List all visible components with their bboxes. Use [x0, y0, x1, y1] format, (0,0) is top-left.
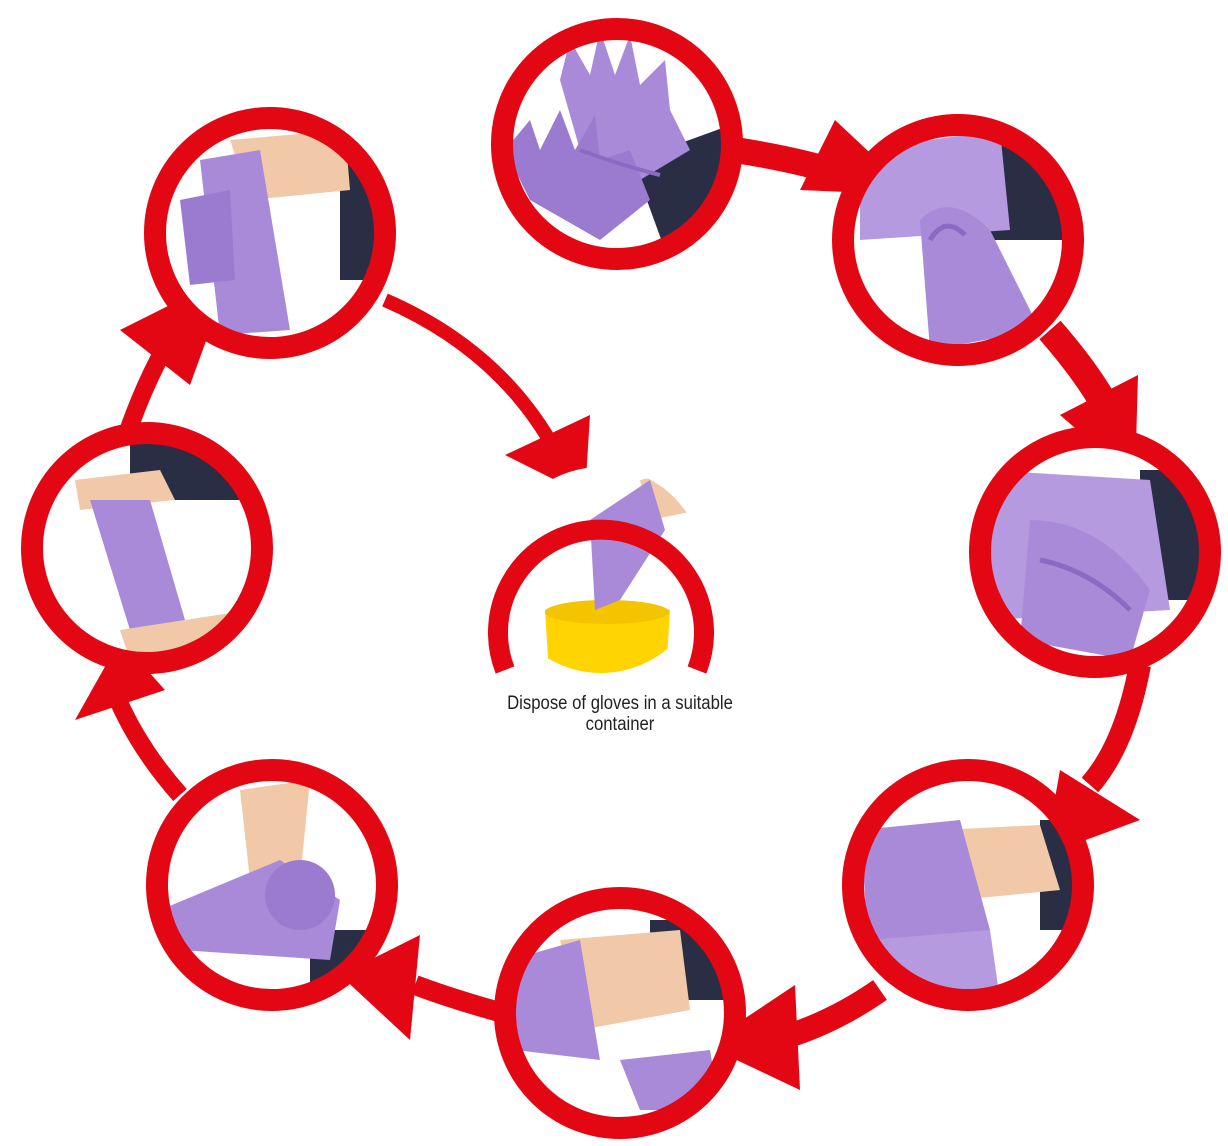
arrow-2-to-3	[1050, 330, 1105, 405]
arrow-3-to-4	[1090, 665, 1140, 785]
arrow-8-to-9	[385, 300, 555, 450]
step-3-circle	[980, 437, 1228, 667]
step-7-circle	[32, 433, 262, 663]
step-5-circle	[505, 898, 760, 1128]
dispose-caption: Dispose of gloves in a suitable containe…	[488, 693, 752, 735]
step-9-circle	[498, 467, 704, 690]
step-8-circle	[155, 118, 400, 348]
step-2-circle	[843, 120, 1110, 355]
arrow-6-to-7	[118, 700, 180, 795]
